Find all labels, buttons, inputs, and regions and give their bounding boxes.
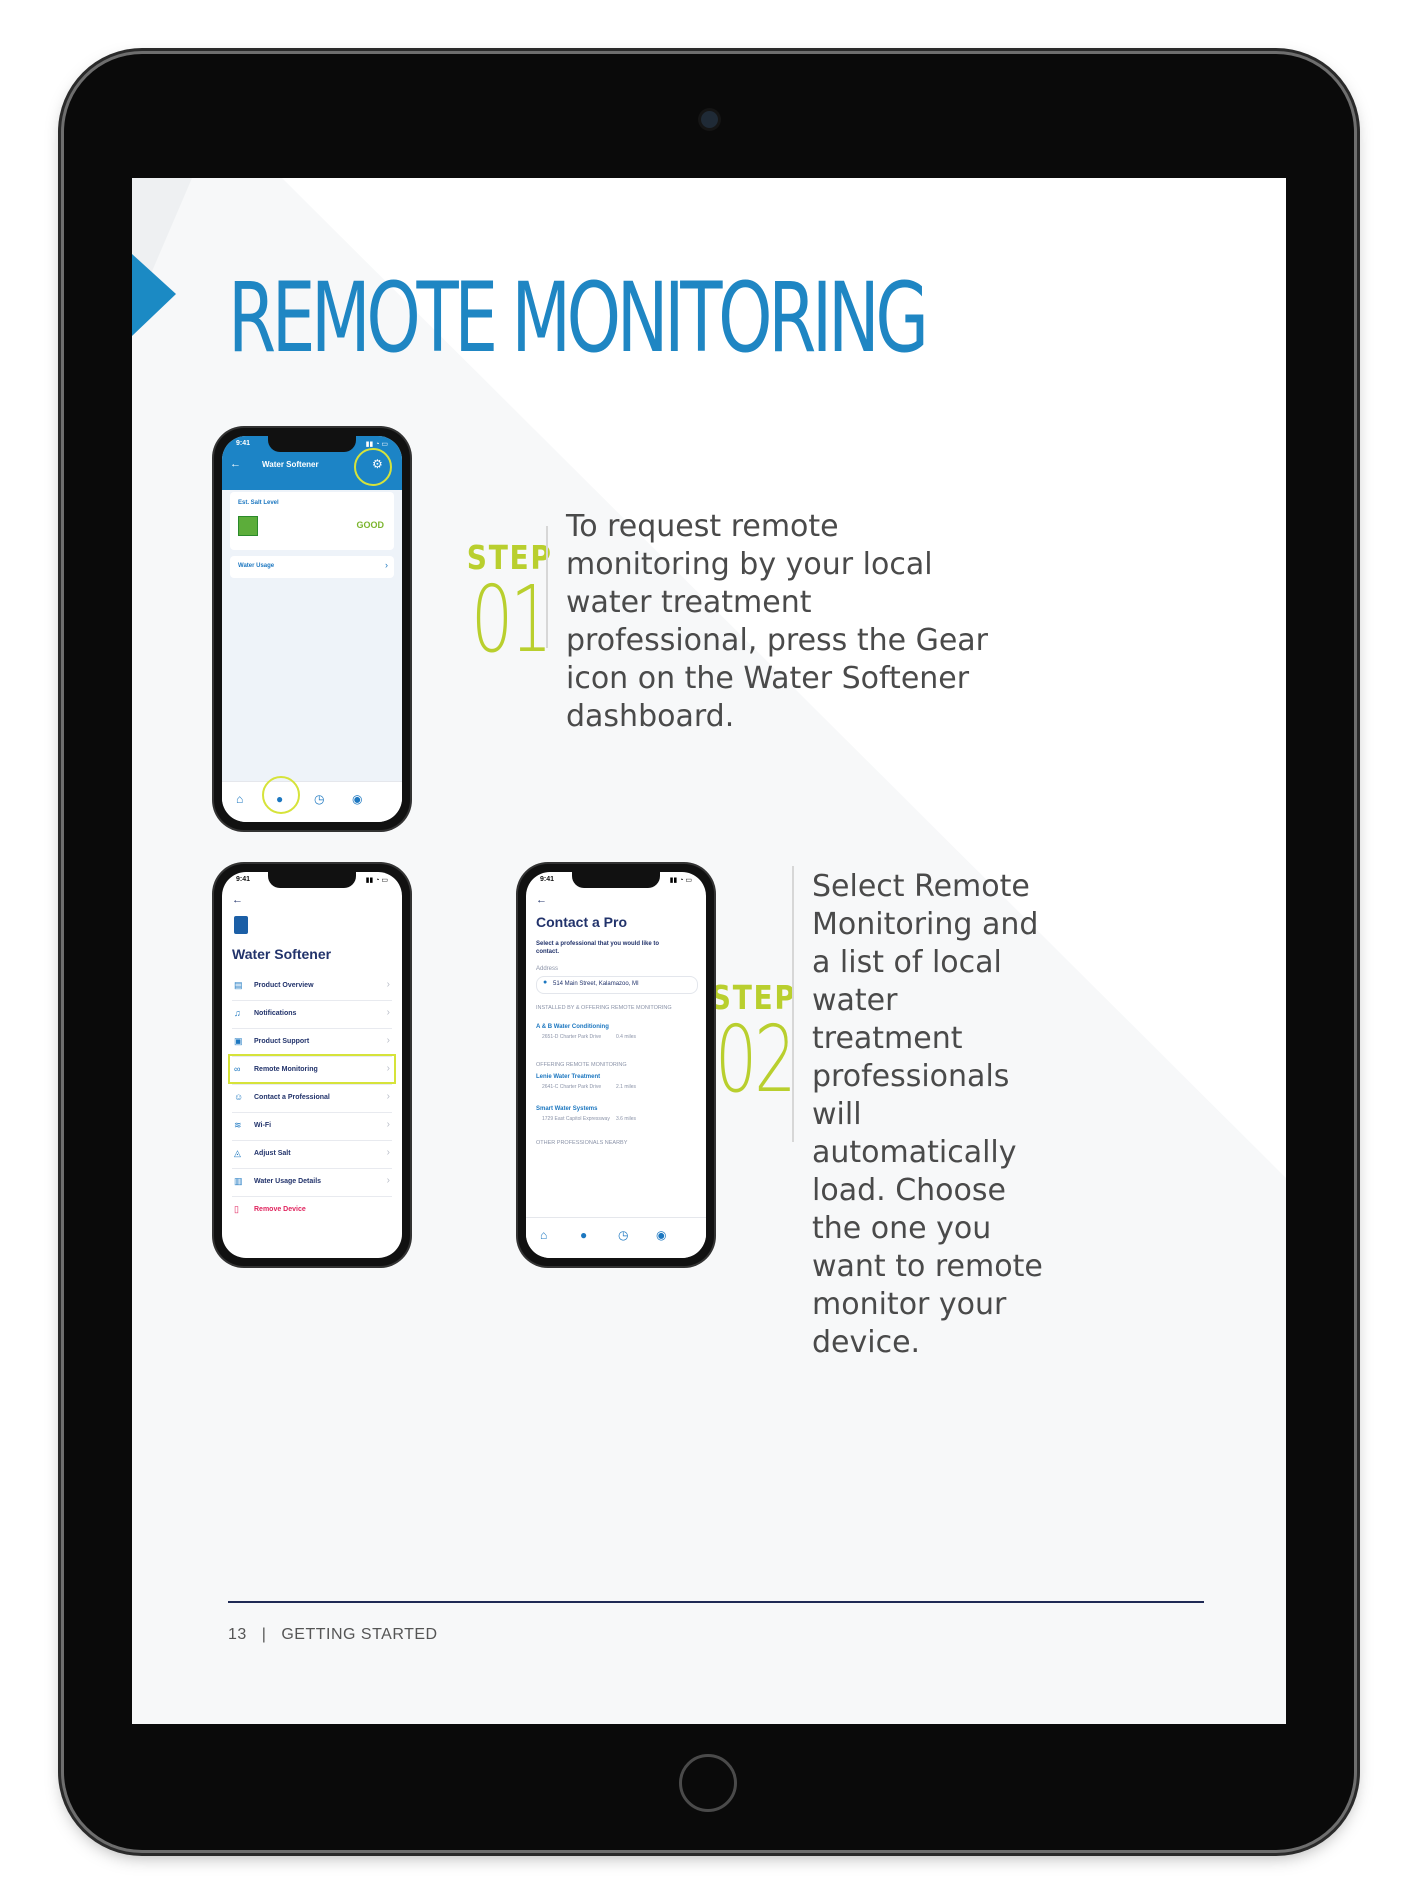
divider [792,866,794,1142]
avatar-icon[interactable]: ◉ [352,792,363,806]
clock-icon[interactable]: ◷ [314,792,325,806]
page-number: 13 [228,1626,247,1643]
menu-item-remove-device[interactable]: ▯ Remove Device [234,1204,306,1214]
document-page: REMOTE MONITORING STEP 01 To request rem… [132,178,1286,1724]
salt-icon: ◬ [234,1148,241,1158]
menu-item-contact-professional[interactable]: ☺ Contact a Professional› [232,1084,392,1113]
document-icon: ▤ [234,980,243,990]
camera-icon [701,111,718,128]
pro-distance: 3.6 miles [616,1116,637,1122]
footer-separator: | [261,1626,267,1643]
home-button[interactable] [679,1754,737,1812]
pro-name[interactable]: Lenie Water Treatment [536,1074,601,1080]
back-arrow-icon[interactable]: ← [536,894,547,906]
home-icon[interactable]: ⌂ [540,1228,548,1242]
chevron-right-icon: › [385,560,388,570]
signal-icon: ▮▮ ◔ ▭ [365,877,388,884]
phone-menu: 9:41 ▮▮ ◔ ▭ ← Water Softener ▤ Product O… [214,864,410,1266]
menu-item-product-support[interactable]: ▣ Product Support› [232,1028,392,1057]
tablet-frame: REMOTE MONITORING STEP 01 To request rem… [64,54,1354,1850]
tab-bar: ⌂ ● ◷ ◉ [222,776,402,822]
status-time: 9:41 [236,876,251,883]
pro-address: 2651-D Charter Park Drive [542,1034,602,1040]
status-time: 9:41 [540,876,555,883]
step-number: 01 [470,566,552,673]
wifi-icon: ≋ [234,1120,242,1130]
menu-item-water-usage-details[interactable]: ▥ Water Usage Details› [232,1168,392,1197]
pro-address: 1729 East Capitol Expressway [542,1116,610,1122]
avatar-icon[interactable]: ◉ [656,1228,667,1242]
support-icon: ▣ [234,1036,243,1046]
address-field[interactable]: ● 514 Main Street, Kalamazoo, MI [536,976,698,994]
menu-item-notifications[interactable]: ♫ Notifications› [232,1000,392,1029]
tab-highlight [262,776,300,814]
water-usage-label: Water Usage [238,563,275,569]
salt-status: GOOD [356,520,384,530]
binoculars-icon: ∞ [234,1064,241,1074]
gear-highlight [354,448,392,486]
person-icon: ☺ [234,1092,244,1102]
back-arrow-icon[interactable]: ← [230,458,241,470]
section-heading: OFFERING REMOTE MONITORING [536,1062,627,1068]
chart-icon: ▥ [234,1176,243,1186]
section-heading: INSTALLED BY & OFFERING REMOTE MONITORIN… [536,1005,672,1011]
pro-name[interactable]: Smart Water Systems [536,1106,598,1112]
clock-icon[interactable]: ◷ [618,1228,629,1242]
divider [546,526,548,648]
water-usage-row[interactable]: Water Usage › [230,556,394,578]
water-drop-icon[interactable]: ● [580,1228,588,1242]
signal-icon: ▮▮ ◔ ▭ [669,877,692,884]
salt-gauge-icon [238,516,258,536]
step-02-text: Select Remote Monitoring and a list of l… [812,869,1043,1360]
back-arrow-icon[interactable]: ← [232,894,243,906]
salt-card[interactable]: Est. Salt Level GOOD [230,492,394,550]
pro-name[interactable]: A & B Water Conditioning [536,1024,609,1030]
menu-item-adjust-salt[interactable]: ◬ Adjust Salt› [232,1140,392,1169]
pro-distance: 0.4 miles [616,1034,637,1040]
home-icon[interactable]: ⌂ [236,792,244,806]
menu-item-wifi[interactable]: ≋ Wi-Fi› [232,1112,392,1141]
pro-address: 2641-C Charter Park Drive [542,1084,602,1090]
location-pin-icon: ● [543,979,548,986]
signal-icon: ▮▮ ◔ ▭ [365,441,388,448]
salt-label: Est. Salt Level [238,500,279,506]
bell-icon: ♫ [234,1008,241,1018]
pro-distance: 2.1 miles [616,1084,637,1090]
section-name: GETTING STARTED [281,1626,438,1643]
menu-title: Water Softener [232,946,332,962]
step-01-text: To request remote monitoring by your loc… [566,509,989,734]
menu-item-product-overview[interactable]: ▤ Product Overview› [232,972,392,1001]
step-02-badge: STEP 02 [706,978,797,1113]
remote-monitoring-highlight [228,1054,396,1084]
trash-icon: ▯ [234,1204,239,1214]
header-title: Water Softener [262,460,319,469]
tab-bar: ⌂ ● ◷ ◉ [526,1217,706,1258]
section-heading: OTHER PROFESSIONALS NEARBY [536,1140,628,1146]
device-icon [234,916,248,934]
status-time: 9:41 [236,440,251,447]
step-01-badge: STEP 01 [462,538,553,673]
address-value: 514 Main Street, Kalamazoo, MI [553,981,639,987]
step-number: 02 [714,1006,796,1113]
phone-contact-pro: 9:41 ▮▮ ◔ ▭ ← Contact a Pro Select a pro… [518,864,714,1266]
footer: 13 | GETTING STARTED [228,1626,438,1644]
contact-title: Contact a Pro [536,914,628,930]
page-title: REMOTE MONITORING [228,262,929,374]
menu-item-remote-monitoring[interactable]: ∞ Remote Monitoring› [232,1056,392,1085]
footer-rule [228,1601,1204,1603]
contact-subtitle: Select a professional that you would lik… [536,941,660,955]
address-label: Address [536,966,559,972]
phone-dashboard: 9:41 ▮▮ ◔ ▭ ← Water Softener ⚙ Est. Salt… [214,428,410,830]
